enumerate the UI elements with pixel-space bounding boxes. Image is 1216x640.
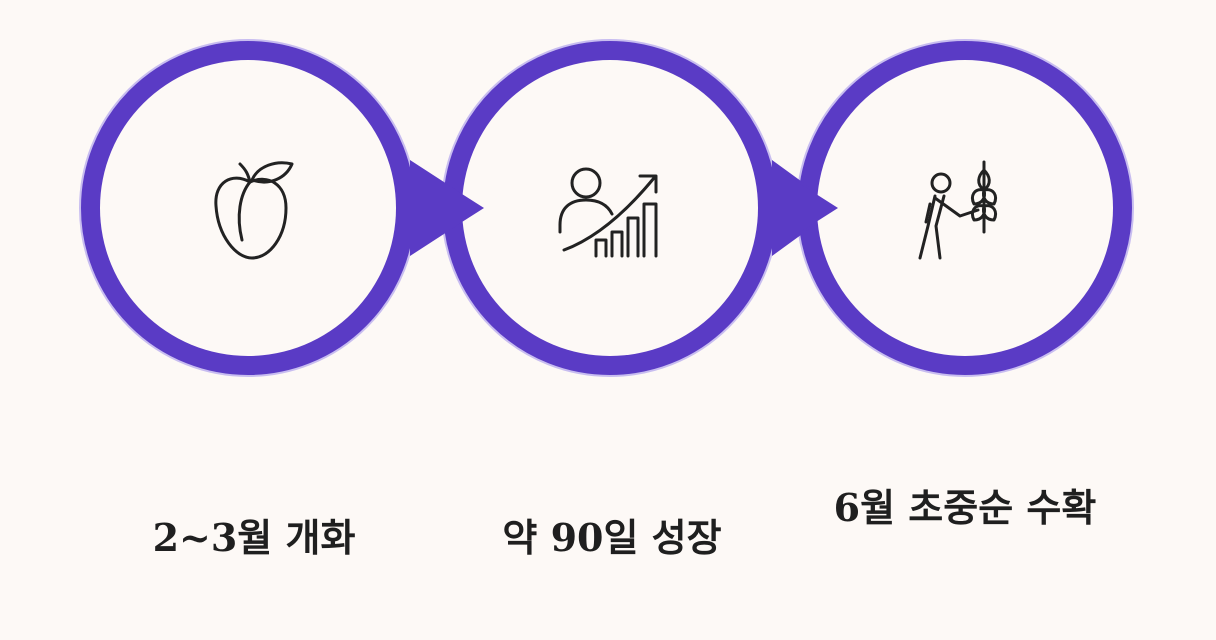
- step-1-label: 2~3월 개화: [152, 515, 356, 560]
- arrow-tip-2: [794, 180, 838, 236]
- peach-icon: [214, 161, 294, 260]
- step-2-inner: [462, 60, 758, 356]
- person-harvesting-wheat-icon: [918, 160, 998, 260]
- growth-chart-person-icon: [558, 167, 658, 258]
- step-3-label: 6월 초중순 수확: [833, 485, 1097, 530]
- step-2-label: 약 90일 성장: [502, 515, 722, 560]
- step-3-inner: [817, 60, 1113, 356]
- arrow-tip-1: [440, 180, 484, 236]
- step-1-inner: [100, 60, 396, 356]
